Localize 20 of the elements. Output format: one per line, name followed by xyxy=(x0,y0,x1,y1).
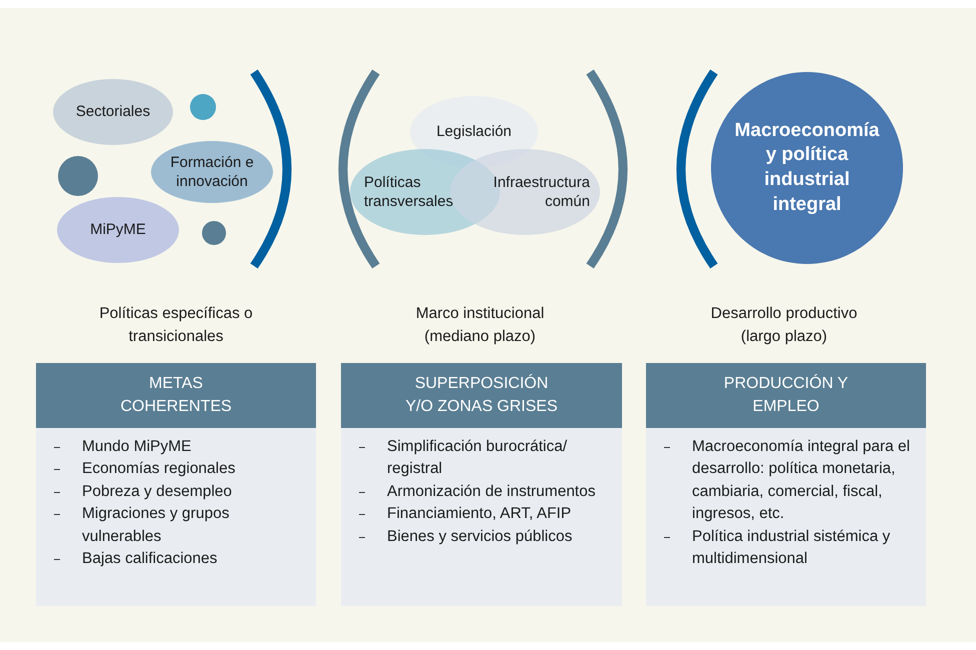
list-item: Política industrial sistémica y multidimensional xyxy=(658,526,916,571)
list-panel xyxy=(341,428,622,606)
list-item: Financiamiento, ART, AFIP xyxy=(353,503,612,526)
column-caption: Desarrollo productivo (largo plazo) xyxy=(710,304,858,348)
list-item: Macroeconomía integral para el desarrollo: política monetaria, cambiaria, comercial, fiscal, ingresos, etc. xyxy=(658,436,916,526)
list-item: Armonización de instrumentos xyxy=(353,480,612,504)
list-item: Bajas calificaciones xyxy=(48,548,306,571)
list-item: Economías regionales xyxy=(48,458,306,481)
column-caption: Marco institucional (mediano plazo) xyxy=(414,304,546,348)
list-item: Bienes y servicios públicos xyxy=(353,526,612,548)
header-band: METAS COHERENTES xyxy=(36,363,316,428)
list-item: Pobreza y desempleo xyxy=(48,480,306,504)
header-band: PRODUCCIÓN Y EMPLEO xyxy=(646,363,926,428)
list-item: Migraciones y grupos vulnerables xyxy=(48,503,306,548)
header-band: SUPERPOSICIÓN Y/O ZONAS GRISES xyxy=(341,363,622,428)
column-caption: Políticas específicas o transicionales xyxy=(98,304,254,348)
list-item: Mundo MiPyME xyxy=(48,436,306,458)
list-item: Simplificación burocrática/ registral xyxy=(353,436,612,481)
list-panel xyxy=(36,428,316,606)
list-panel xyxy=(646,428,926,606)
